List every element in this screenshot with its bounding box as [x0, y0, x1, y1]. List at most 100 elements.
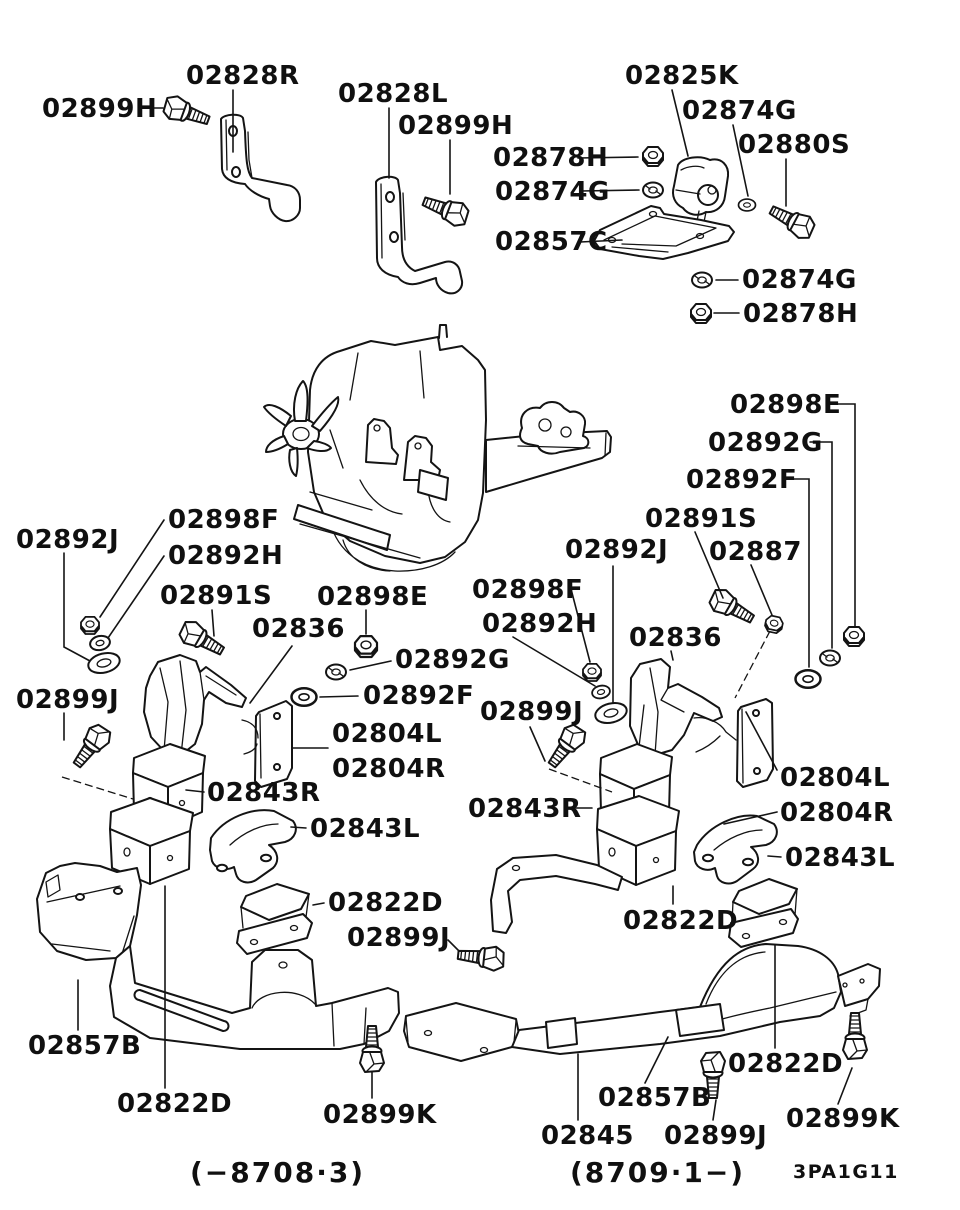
- part-label-02804L-41: 02804L: [780, 763, 890, 793]
- leader-line-02874G: [579, 189, 640, 192]
- part-02892F-left-washer: [290, 687, 318, 707]
- part-label-02878H-7: 02878H: [493, 143, 608, 173]
- part-02845-crossmember-drawing: [403, 854, 881, 1062]
- part-label-02899H-0: 02899H: [42, 94, 157, 124]
- caption-late-range: (8709·1−): [570, 1156, 745, 1189]
- caption-early-range: (−8708·3): [190, 1156, 365, 1189]
- part-02822D-right-wedge-drawing: [728, 878, 799, 948]
- leader-line-02898F: [99, 519, 165, 618]
- labels-layer: 02899H02828R02828L02899H02825K02874G0288…: [16, 61, 900, 1151]
- part-02804-right-drawing: [693, 698, 774, 788]
- leader-line-02874G: [732, 124, 749, 197]
- part-02878H-nut-upper: [642, 146, 664, 167]
- part-02878H-nut-lower: [690, 303, 712, 324]
- part-02892F-right-washer: [794, 669, 822, 689]
- leader-line-02857C: [579, 239, 623, 243]
- leader-line-02899K: [837, 1067, 853, 1105]
- leader-line-02892G: [349, 660, 392, 671]
- part-label-02822D-25: 02822D: [328, 888, 443, 918]
- part-02857C-bracket-drawing: [593, 205, 735, 260]
- part-label-02892F-19: 02892F: [363, 681, 474, 711]
- part-label-02857B-46: 02857B: [598, 1083, 711, 1113]
- part-label-02822D-28: 02822D: [117, 1089, 232, 1119]
- part-02892G-right-washer: [819, 649, 841, 667]
- part-label-02898E-17: 02898E: [317, 582, 428, 612]
- leader-line-02836: [670, 650, 674, 661]
- part-02874G-washer-right: [737, 198, 757, 212]
- part-label-02828L-2: 02828L: [338, 79, 448, 109]
- part-label-02899H-3: 02899H: [398, 111, 513, 141]
- part-label-02899K-49: 02899K: [786, 1104, 900, 1134]
- leader-line-02887: [750, 564, 773, 616]
- part-label-02899K-29: 02899K: [323, 1100, 437, 1130]
- part-label-02874G-10: 02874G: [742, 265, 857, 295]
- engine-illustration: [263, 324, 612, 572]
- leader-line-02857B: [644, 1036, 669, 1084]
- part-label-02874G-5: 02874G: [682, 96, 797, 126]
- part-label-02874G-8: 02874G: [495, 177, 610, 207]
- leader-line-02892F: [787, 478, 810, 668]
- leader-line-02899J: [447, 939, 460, 952]
- part-label-02845-47: 02845: [541, 1121, 634, 1151]
- leader-line-02899J: [529, 726, 546, 762]
- part-label-02892G-31: 02892G: [708, 428, 823, 458]
- assembly-late-drawing: [403, 658, 881, 1062]
- part-label-02822D-44: 02822D: [623, 906, 738, 936]
- part-label-02836-38: 02836: [629, 623, 722, 653]
- leader-line-02825K: [671, 89, 689, 157]
- part-label-02804L-21: 02804L: [332, 719, 442, 749]
- part-label-02887-34: 02887: [709, 537, 802, 567]
- part-label-02878H-11: 02878H: [743, 299, 858, 329]
- assembly-early-drawing: [36, 654, 400, 1050]
- part-label-02825K-4: 02825K: [625, 61, 739, 91]
- part-label-02822D-45: 02822D: [728, 1049, 843, 1079]
- part-label-02892H-14: 02892H: [168, 541, 283, 571]
- part-label-02843R-40: 02843R: [468, 794, 581, 824]
- part-02874G-nut-lower: [691, 271, 713, 289]
- part-02828R-drawing: [220, 113, 301, 223]
- part-02822D-left-insulator-drawing: [109, 797, 194, 885]
- axis-line: [61, 776, 134, 800]
- part-label-02843L-43: 02843L: [785, 843, 895, 873]
- part-label-02892H-37: 02892H: [482, 609, 597, 639]
- leader-line-02843R: [185, 789, 205, 793]
- leader-line-02891S: [694, 531, 724, 599]
- part-label-02804R-22: 02804R: [332, 754, 445, 784]
- leader-line-02843L: [767, 855, 782, 858]
- leader-line-02898E: [831, 403, 856, 627]
- leader-line-02892G: [809, 441, 833, 649]
- part-label-02891S-33: 02891S: [645, 504, 757, 534]
- part-label-02843R-23: 02843R: [207, 778, 320, 808]
- part-label-02828R-1: 02828R: [186, 61, 299, 91]
- part-label-02891S-15: 02891S: [160, 581, 272, 611]
- leader-line-02898F: [570, 588, 591, 663]
- leader-line-02892H: [512, 636, 596, 687]
- part-02898E-left-nut: [353, 634, 379, 659]
- leader-line-02836: [249, 645, 293, 704]
- leader-line-02822D: [312, 902, 325, 906]
- part-label-02892J-35: 02892J: [565, 535, 668, 565]
- part-label-02843L-24: 02843L: [310, 814, 420, 844]
- leader-line-02892J: [63, 552, 91, 662]
- part-02825K-insulator-drawing: [672, 156, 730, 223]
- part-02843L-left-drawing: [209, 809, 297, 884]
- leader-line-02892F: [319, 695, 359, 698]
- part-02828L-drawing: [375, 175, 464, 295]
- part-02857B-crossmember-drawing: [36, 862, 400, 1050]
- leader-line-02891S: [211, 609, 215, 637]
- part-label-02804R-42: 02804R: [780, 798, 893, 828]
- leader-line-02892H: [107, 555, 165, 639]
- part-label-02899J-39: 02899J: [480, 697, 583, 727]
- part-label-02892F-32: 02892F: [686, 465, 797, 495]
- diagram-code: 3PA1G11: [793, 1161, 899, 1183]
- part-label-02898F-13: 02898F: [168, 505, 279, 535]
- part-label-02880S-6: 02880S: [738, 130, 850, 160]
- leader-line-02843L: [290, 826, 307, 829]
- part-label-02857C-9: 02857C: [495, 227, 608, 257]
- part-02898F-left-nut: [80, 616, 100, 635]
- part-label-02898F-36: 02898F: [472, 575, 583, 605]
- part-label-02836-16: 02836: [252, 614, 345, 644]
- part-label-02899J-48: 02899J: [664, 1121, 767, 1151]
